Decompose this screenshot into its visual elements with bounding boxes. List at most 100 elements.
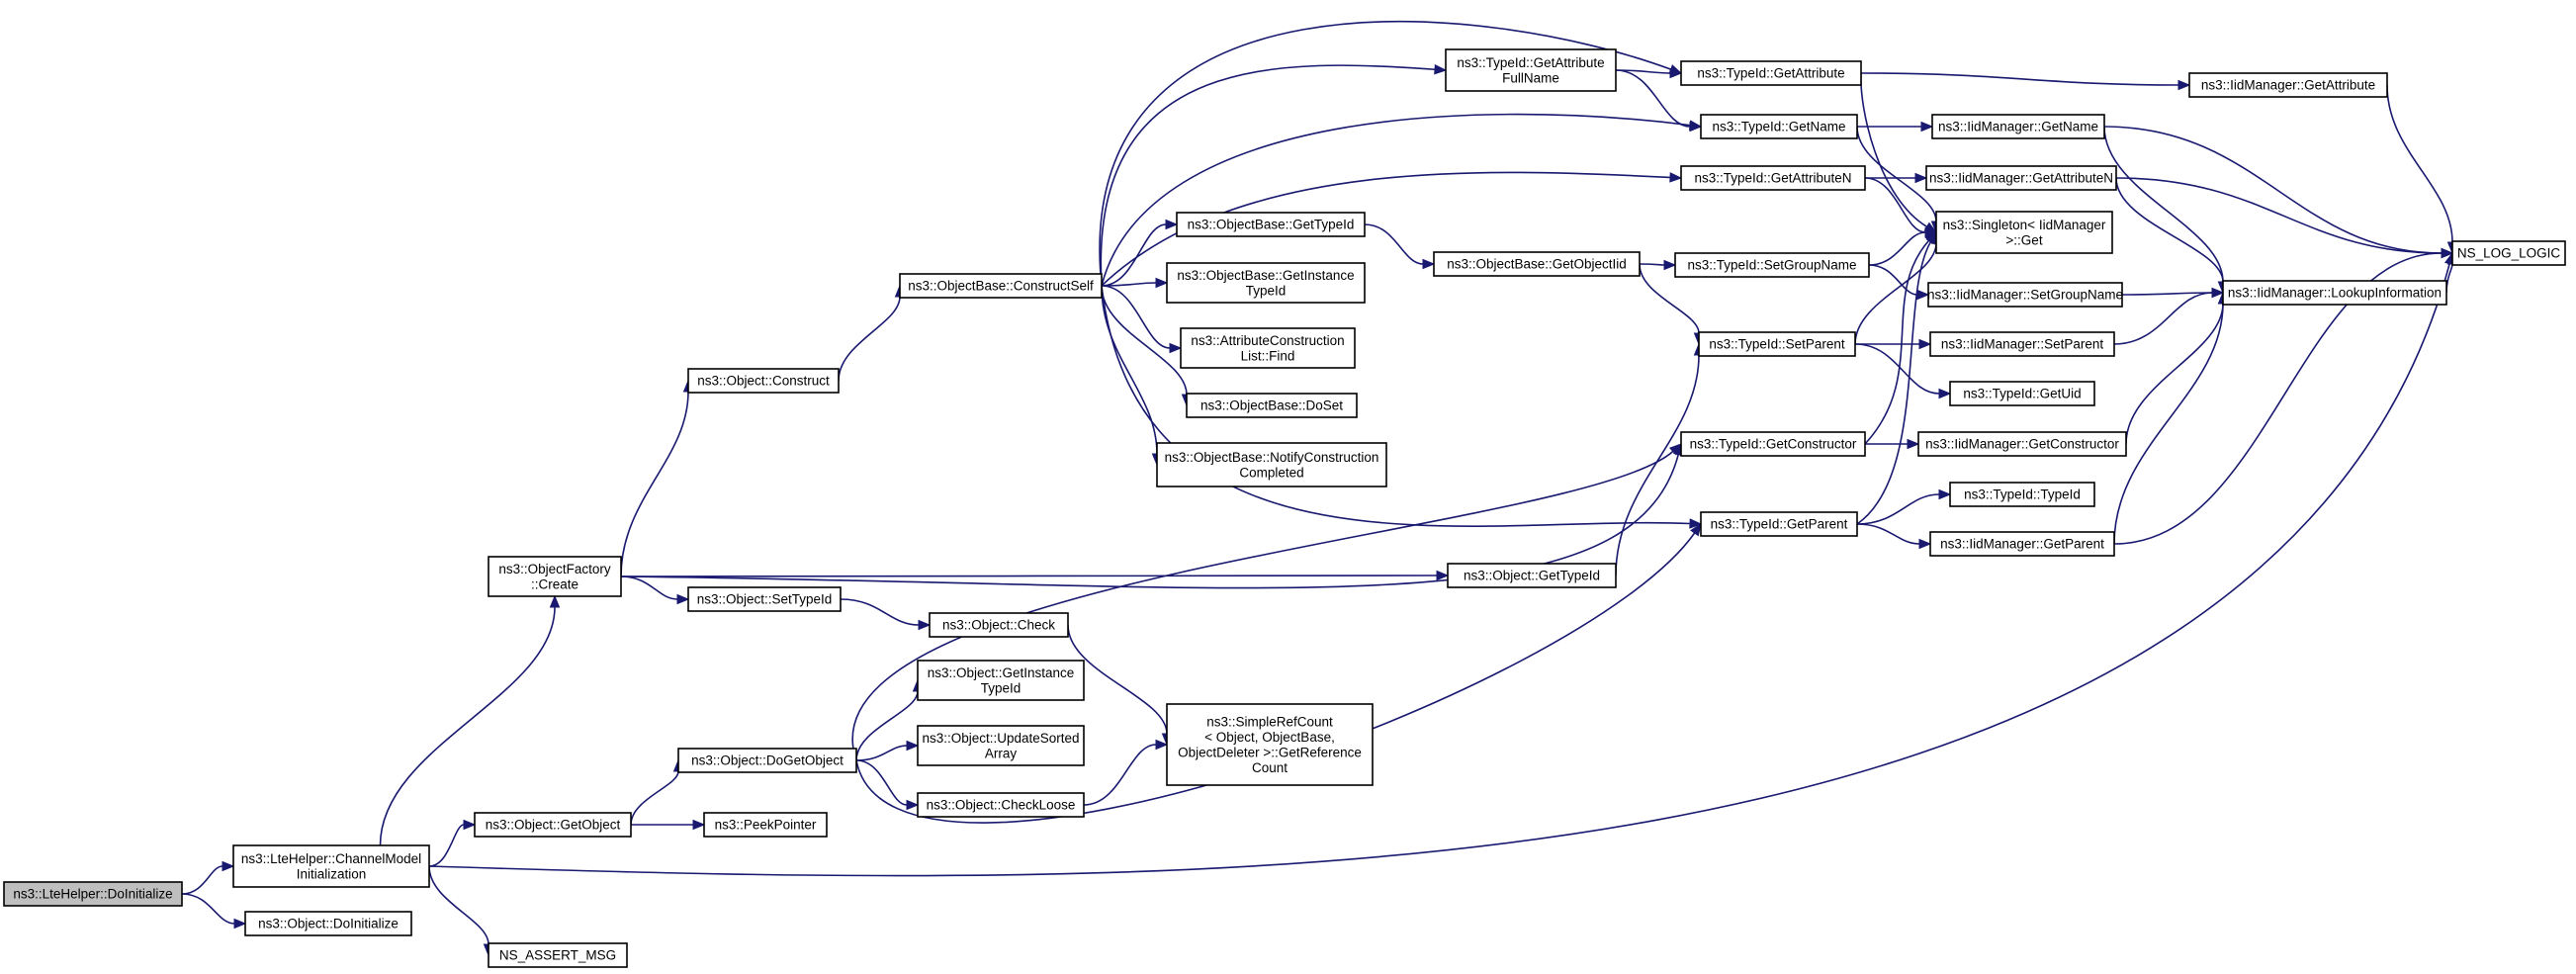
node-label: ::Create — [531, 576, 578, 591]
node-label: ns3::LteHelper::DoInitialize — [13, 887, 172, 902]
node-box — [2188, 72, 2388, 98]
node-t_setparent[interactable]: ns3::TypeId::SetParent — [1698, 331, 1856, 357]
node-box — [1156, 442, 1387, 487]
node-box — [2222, 280, 2447, 306]
node-constructself[interactable]: ns3::ObjectBase::ConstructSelf — [899, 273, 1103, 299]
arrowhead-icon — [1434, 63, 1448, 75]
node-i_setparent[interactable]: ns3::IidManager::SetParent — [1929, 331, 2115, 357]
node-box — [1176, 212, 1366, 237]
node-notify[interactable]: ns3::ObjectBase::NotifyConstructionCompl… — [1156, 442, 1387, 487]
node-doset[interactable]: ns3::ObjectBase::DoSet — [1186, 393, 1358, 418]
node-box — [2451, 240, 2566, 266]
node-settypeid[interactable]: ns3::Object::SetTypeId — [687, 586, 842, 612]
node-checkloose[interactable]: ns3::Object::CheckLoose — [917, 792, 1085, 818]
node-label: ns3::ObjectBase::DoSet — [1200, 398, 1343, 413]
node-t_getconstructor[interactable]: ns3::TypeId::GetConstructor — [1680, 431, 1866, 457]
node-singleton[interactable]: ns3::Singleton< IidManager>::Get — [1935, 211, 2113, 254]
node-label: TypeId — [981, 680, 1022, 695]
arrowhead-icon — [1907, 438, 1920, 450]
node-i_getattribute[interactable]: ns3::IidManager::GetAttribute — [2188, 72, 2388, 98]
call-edge-t_getparent-to-i_getparent — [1856, 523, 1920, 545]
node-assert[interactable]: NS_ASSERT_MSG — [488, 942, 628, 968]
arrowhead-icon — [1938, 388, 1952, 399]
node-label: ns3::TypeId::GetAttributeN — [1694, 171, 1851, 186]
call-edge-settypeid-to-check — [840, 598, 920, 626]
node-obj_doinit[interactable]: ns3::Object::DoInitialize — [244, 911, 412, 936]
node-t_getattribute[interactable]: ns3::TypeId::GetAttribute — [1680, 60, 1862, 86]
node-i_setgroupname[interactable]: ns3::IidManager::SetGroupName — [1927, 282, 2123, 308]
call-edge-constructself-to-t_getattribute — [1099, 21, 1671, 287]
node-obj_gettypeid[interactable]: ns3::Object::GetTypeId — [1447, 563, 1617, 588]
call-edge-factory-to-construct — [620, 391, 689, 577]
node-label: ns3::IidManager::GetName — [1938, 120, 2098, 134]
node-cmi[interactable]: ns3::LteHelper::ChannelModelInitializati… — [232, 844, 430, 888]
node-box — [687, 368, 840, 394]
arrowhead-icon — [1436, 570, 1450, 581]
call-edge-factory-to-t_getconstructor — [620, 454, 1679, 589]
node-label: >::Get — [2005, 232, 2042, 247]
node-box — [1680, 431, 1866, 457]
node-i_getattributen[interactable]: ns3::IidManager::GetAttributeN — [1925, 165, 2117, 191]
node-getobjectiid[interactable]: ns3::ObjectBase::GetObjectIid — [1433, 251, 1641, 277]
node-factory[interactable]: ns3::ObjectFactory::Create — [488, 556, 622, 597]
node-i_getconstructor[interactable]: ns3::IidManager::GetConstructor — [1917, 431, 2127, 457]
node-box — [488, 942, 628, 968]
node-t_getparent[interactable]: ns3::TypeId::GetParent — [1700, 511, 1858, 537]
node-label: ns3::IidManager::GetConstructor — [1925, 437, 2119, 452]
call-edge-dogetobject-to-getinstancetypeid_o — [855, 690, 919, 761]
node-label: ns3::ObjectFactory — [498, 562, 611, 576]
node-label: ns3::ObjectBase::GetObjectIid — [1447, 257, 1627, 272]
node-label: ns3::IidManager::SetGroupName — [1927, 288, 2123, 303]
node-i_getparent[interactable]: ns3::IidManager::GetParent — [1929, 531, 2115, 557]
node-getobject[interactable]: ns3::Object::GetObject — [474, 812, 632, 838]
call-edge-cmi-to-factory — [379, 606, 556, 846]
node-lookup[interactable]: ns3::IidManager::LookupInformation — [2222, 280, 2447, 306]
node-box — [929, 612, 1069, 638]
node-t_typeid[interactable]: ns3::TypeId::TypeId — [1949, 482, 2095, 507]
node-ob_gettypeid[interactable]: ns3::ObjectBase::GetTypeId — [1176, 212, 1366, 237]
call-edge-checkloose-to-simplerefcount — [1083, 744, 1157, 806]
node-nslog[interactable]: NS_LOG_LOGIC — [2451, 240, 2566, 266]
node-box — [917, 725, 1085, 766]
node-peekpointer[interactable]: ns3::PeekPointer — [703, 812, 828, 838]
node-label: ns3::IidManager::GetAttribute — [2201, 78, 2375, 93]
node-t_getattributen[interactable]: ns3::TypeId::GetAttributeN — [1680, 165, 1866, 191]
node-simplerefcount[interactable]: ns3::SimpleRefCount< Object, ObjectBase,… — [1166, 703, 1374, 786]
node-box — [1700, 114, 1858, 139]
call-edge-t_getparent-to-t_typeid — [1856, 493, 1940, 525]
node-label: ns3::ObjectBase::GetTypeId — [1188, 218, 1355, 232]
node-box — [1949, 381, 2095, 406]
node-label: ns3::TypeId::GetParent — [1711, 517, 1848, 532]
arrowhead-icon — [2211, 287, 2225, 299]
node-label: ns3::SimpleRefCount — [1206, 714, 1333, 729]
call-edge-t_getconstructor-to-singleton — [1864, 239, 1930, 445]
node-i_getname[interactable]: ns3::IidManager::GetName — [1931, 114, 2105, 139]
node-t_getname[interactable]: ns3::TypeId::GetName — [1700, 114, 1858, 139]
node-box — [1445, 48, 1617, 92]
node-label: ns3::IidManager::GetAttributeN — [1929, 171, 2113, 186]
node-root[interactable]: ns3::LteHelper::DoInitialize — [3, 881, 183, 907]
node-t_getuid[interactable]: ns3::TypeId::GetUid — [1949, 381, 2095, 406]
node-construct[interactable]: ns3::Object::Construct — [687, 368, 840, 394]
arrowhead-icon — [233, 918, 247, 930]
call-edge-t_getattributen-to-singleton — [1864, 177, 1926, 233]
arrowhead-icon — [1916, 289, 1930, 301]
arrowhead-icon — [1155, 277, 1169, 289]
node-box — [1935, 211, 2113, 254]
node-t_setgroupname[interactable]: ns3::TypeId::SetGroupName — [1674, 252, 1870, 278]
call-edge-t_getparent-to-singleton — [1856, 241, 1932, 525]
node-box — [1700, 511, 1858, 537]
arrowhead-icon — [549, 594, 561, 608]
node-dogetobject[interactable]: ns3::Object::DoGetObject — [677, 748, 857, 773]
node-check[interactable]: ns3::Object::Check — [929, 612, 1069, 638]
node-label: < Object, ObjectBase, — [1204, 730, 1335, 745]
call-edge-t_setgroupname-to-singleton — [1868, 231, 1926, 266]
node-label: ns3::ObjectBase::ConstructSelf — [908, 279, 1094, 294]
node-box — [1447, 563, 1617, 588]
